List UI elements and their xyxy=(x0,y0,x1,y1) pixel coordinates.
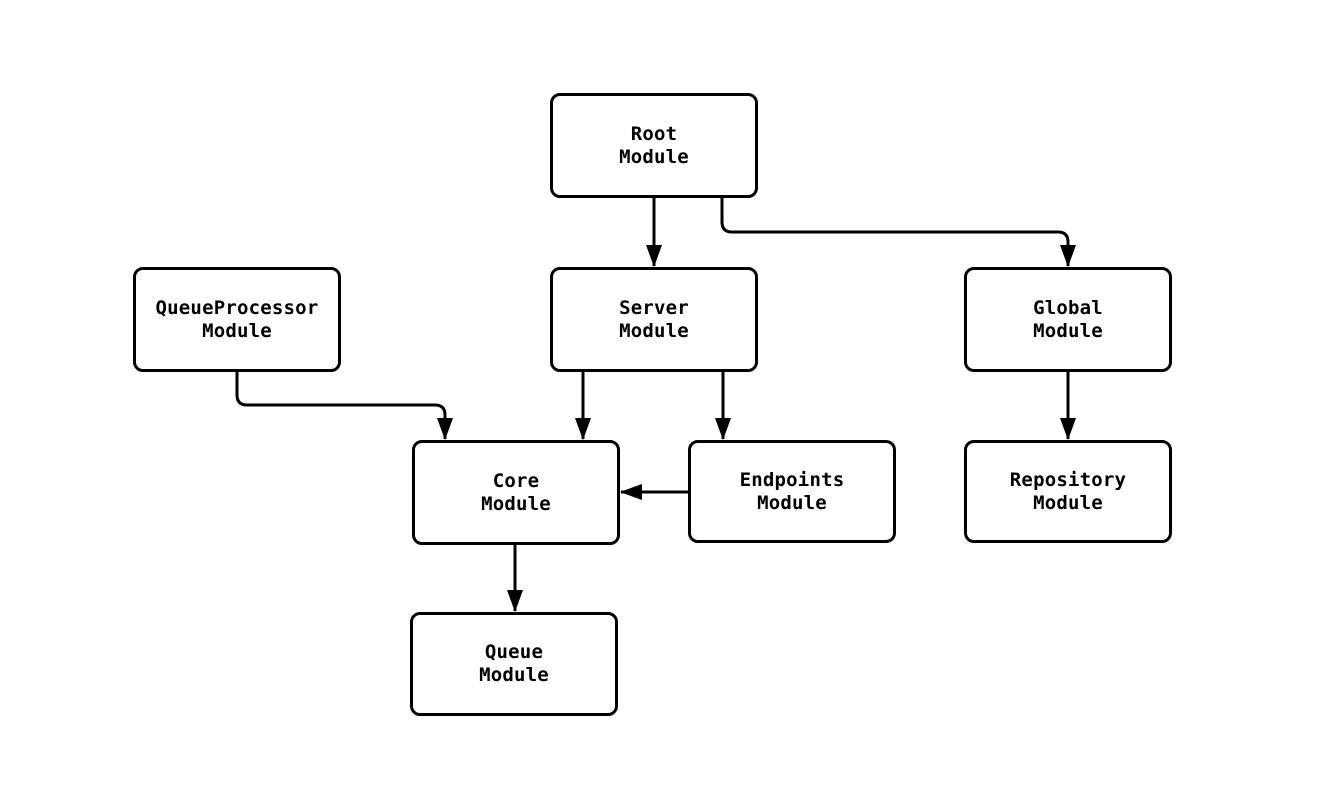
node-label-line: Module xyxy=(202,319,272,342)
node-label-line: QueueProcessor xyxy=(155,296,319,319)
edge-queueprocessor-module-to-core-module xyxy=(235,372,453,440)
node-label-line: Module xyxy=(1033,491,1103,514)
node-label-line: Global xyxy=(1033,296,1103,319)
edge-root-module-to-global-module xyxy=(720,198,1076,267)
node-label-line: Module xyxy=(619,145,689,168)
node-label-line: Root xyxy=(630,122,678,145)
node-label-line: Module xyxy=(757,491,827,514)
node-label-line: Core xyxy=(492,469,540,492)
node-label-line: Module xyxy=(1033,319,1103,342)
node-label-line: Endpoints xyxy=(739,468,845,491)
node-label-line: Module xyxy=(619,319,689,342)
node-label-line: Server xyxy=(619,296,689,319)
node-label-line: Queue xyxy=(484,641,544,663)
node-label-line: Module xyxy=(479,664,549,686)
node-label-line: Repository xyxy=(1009,468,1127,491)
node-label-line: Module xyxy=(481,492,551,515)
